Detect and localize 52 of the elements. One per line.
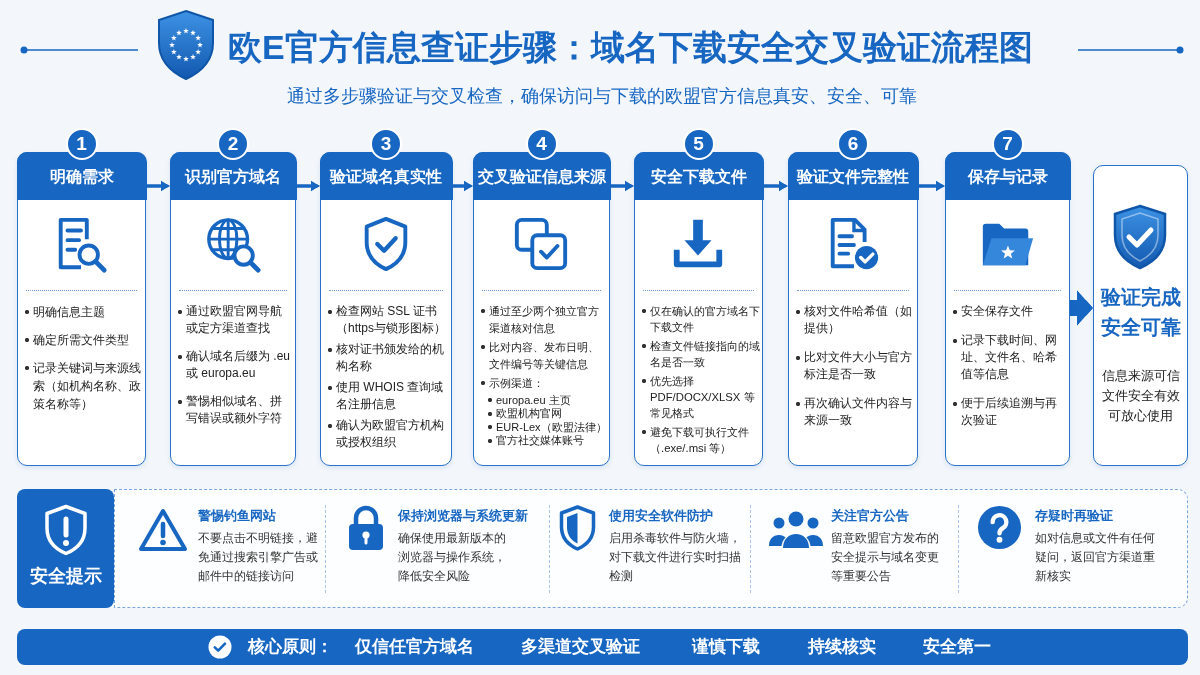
tip-heading: 使用安全软件防护 xyxy=(608,506,713,525)
tip-text: 留意欧盟官方发布的安全提示与域名变更等重要公告 xyxy=(830,530,940,585)
step-number: 2 xyxy=(217,128,249,160)
step-number: 1 xyxy=(65,128,98,160)
arrow xyxy=(452,180,473,192)
step-number: 6 xyxy=(837,128,869,160)
result-text: 信息来源可信文件安全有效可放心使用 xyxy=(1100,367,1181,425)
title: 欧E官方信息查证步骤：域名下载安全交叉验证流程图 xyxy=(228,27,1033,68)
tip-heading: 警惕钓鱼网站 xyxy=(197,506,276,525)
tip-heading: 关注官方公告 xyxy=(830,506,909,525)
principle-label: 核心原则： xyxy=(248,636,333,658)
result-heading: 验证完成安全可靠 xyxy=(1099,285,1182,340)
step-header: 安全下载文件 xyxy=(633,151,764,200)
tip-text: 确保使用最新版本的浏览器与操作系统，降低安全风险 xyxy=(397,530,507,585)
bullet-item: 比对文件大小与官方标注是否一致 xyxy=(795,349,915,383)
arrow xyxy=(610,180,634,192)
step-number: 4 xyxy=(525,128,558,160)
step-header: 验证域名真实性 xyxy=(319,151,453,200)
block-arrow xyxy=(1070,290,1093,326)
principle-item: 仅信任官方域名 xyxy=(355,636,474,658)
step-header: 明确需求 xyxy=(16,151,147,200)
safety-tile xyxy=(17,489,114,608)
step-number: 7 xyxy=(991,128,1024,160)
tip-text: 启用杀毒软件与防火墙，对下载文件进行实时扫描检测 xyxy=(608,530,742,585)
arrow xyxy=(918,180,945,192)
step-header: 保存与记录 xyxy=(944,151,1071,200)
step-number: 5 xyxy=(682,128,715,160)
principle-item: 安全第一 xyxy=(923,636,991,658)
subtitle: 通过多步骤验证与交叉检查，确保访问与下载的欧盟官方信息真安、安全、可靠 xyxy=(287,85,917,107)
step-header: 交叉验证信息来源 xyxy=(472,151,611,200)
tip-text: 如对信息或文件有任何疑问，返回官方渠道重新核实 xyxy=(1034,530,1156,585)
principle-item: 持续核实 xyxy=(808,636,876,658)
bullet-item: 再次确认文件内容与来源一致 xyxy=(795,395,915,429)
arrow xyxy=(763,180,788,192)
step-header: 识别官方域名 xyxy=(169,151,297,200)
principle-bar xyxy=(17,629,1188,665)
tip-text: 不要点击不明链接，避免通过搜索引擎广告或邮件中的链接访问 xyxy=(197,530,319,585)
tile-title: 安全提示 xyxy=(29,565,102,588)
principle-item: 谨慎下载 xyxy=(692,636,760,658)
bullet-item: 检查文件链接指向的域名是否一致 xyxy=(641,338,760,370)
bullet-item: 仅在确认的官方域名下下载文件 xyxy=(641,303,760,335)
step-number: 3 xyxy=(370,128,402,160)
step-header: 验证文件完整性 xyxy=(787,151,919,200)
tip-heading: 存疑时再验证 xyxy=(1034,506,1113,525)
arrow xyxy=(296,180,320,192)
tip-heading: 保持浏览器与系统更新 xyxy=(397,506,528,525)
result-card xyxy=(1093,165,1188,466)
principle-item: 多渠道交叉验证 xyxy=(521,636,640,658)
bullet-item: 记录关键词与来源线索（如机构名称、政策名称等） xyxy=(24,359,143,413)
bullet-item: 确认域名后缀为 .eu 或 europa.eu xyxy=(177,348,293,382)
arrow xyxy=(146,180,170,192)
tips-panel xyxy=(114,489,1188,608)
